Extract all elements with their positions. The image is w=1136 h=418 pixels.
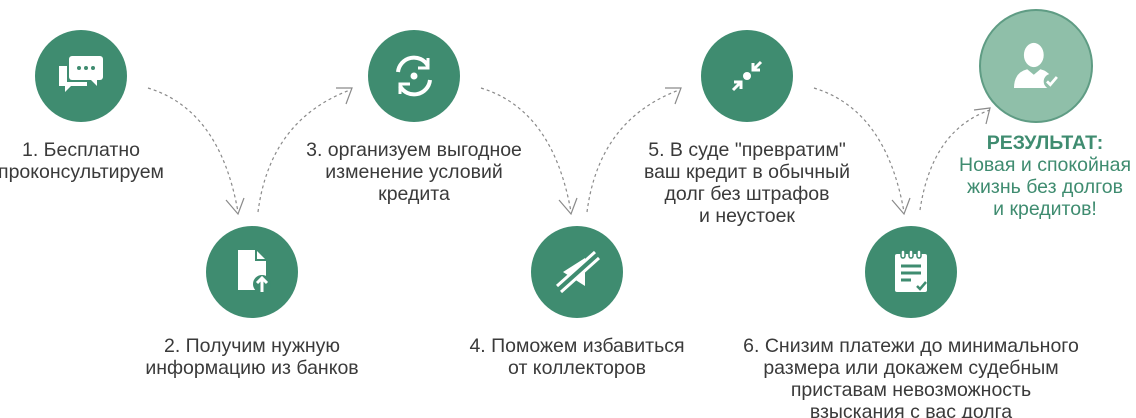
- step-4-circle: [531, 226, 623, 318]
- muted-speaker-icon: [554, 250, 601, 294]
- document-upload-icon: [238, 250, 271, 293]
- step-5-line-1: 5. В суде "превратим": [648, 139, 846, 161]
- step-6-line-4: взыскания с вас долга: [809, 401, 1013, 418]
- step-2-circle: [206, 226, 298, 318]
- step-1-circle: [35, 30, 127, 122]
- step-3-label: 3. организуем выгодное изменение условий…: [306, 139, 522, 205]
- result-line-1: Новая и спокойная: [958, 154, 1132, 176]
- step-2-label: 2. Получим нужную информацию из банков: [145, 335, 358, 379]
- chat-bubbles-icon: [59, 56, 103, 92]
- result-line-2: жизнь без долгов: [966, 176, 1124, 198]
- step-5-circle: [701, 30, 793, 122]
- step-6-circle: [865, 226, 957, 318]
- step-5-line-4: и неустоек: [699, 205, 795, 227]
- step-2-line-2: информацию из банков: [145, 357, 359, 379]
- step-3-line-2: изменение условий: [325, 161, 503, 183]
- step-1-label: 1. Бесплатно проконсультируем: [0, 139, 164, 183]
- result-label: РЕЗУЛЬТАТ: Новая и спокойная жизнь без д…: [959, 132, 1131, 220]
- step-4-line-1: 4. Поможем избавиться: [469, 335, 685, 357]
- step-2-line-1: 2. Получим нужную: [163, 335, 341, 357]
- step-3-circle: [368, 30, 460, 122]
- result-circle: [979, 9, 1093, 123]
- step-6-label: 6. Снизим платежи до минимального размер…: [743, 335, 1079, 418]
- user-check-icon: [1014, 42, 1060, 90]
- step-4-line-2: от коллекторов: [508, 357, 646, 379]
- step-3-line-3: кредита: [378, 183, 450, 205]
- compress-arrows-icon: [731, 60, 763, 92]
- step-1-line-2: проконсультируем: [0, 161, 164, 183]
- step-3-line-1: 3. организуем выгодное: [306, 139, 522, 161]
- step-4-label: 4. Поможем избавиться от коллекторов: [469, 335, 684, 379]
- step-6-line-3: приставам невозможность: [790, 379, 1032, 401]
- step-6-line-2: размера или докажем судебным: [763, 357, 1059, 379]
- result-title: РЕЗУЛЬТАТ:: [986, 132, 1104, 154]
- result-line-3: и кредитов!: [993, 198, 1097, 220]
- step-5-label: 5. В суде "превратим" ваш кредит в обычн…: [644, 139, 850, 227]
- step-1-line-1: 1. Бесплатно: [22, 139, 140, 161]
- step-5-line-3: долг без штрафов: [664, 183, 830, 205]
- step-5-line-2: ваш кредит в обычный: [643, 161, 851, 183]
- refresh-cycle-icon: [396, 55, 432, 97]
- checklist-notepad-icon: [895, 249, 927, 292]
- step-6-line-1: 6. Снизим платежи до минимального: [743, 335, 1079, 357]
